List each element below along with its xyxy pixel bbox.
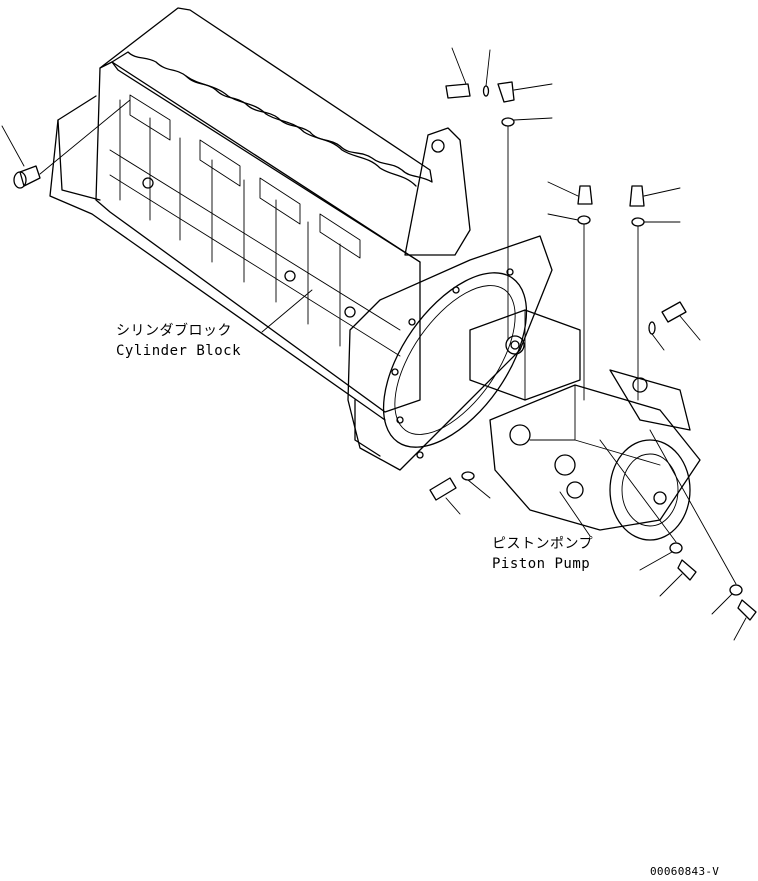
flywheel-housing [347,235,553,471]
lower-oring [461,471,475,481]
drawing-number: 00060843-V [650,865,720,878]
pump-eye [632,377,648,393]
cylinder-block-label-jp: シリンダブロック [116,323,232,339]
piston-pump [469,309,701,541]
plug-b [629,185,645,207]
left-leader [1,99,131,175]
top-oring-leader [485,49,491,87]
housing-flange-inner [394,285,516,435]
top-rail [99,7,433,183]
flange-bolt [452,286,460,294]
pump-shaft [653,491,667,505]
pump-port [505,335,525,355]
pump-regulator [609,369,691,431]
bottom-plug-b [737,599,757,621]
piston-pump-label-jp: ピストンポンプ [492,536,594,552]
flange-bolt [506,268,514,276]
bottom-b-leaders [649,429,747,641]
side-fitting [661,301,687,323]
side-leaders [651,315,701,351]
flange-bolt [408,318,416,326]
flange-bolt [391,368,399,376]
lower-plug [429,477,457,501]
bottom-plug-a [677,559,697,581]
rail-edge [111,61,421,263]
block-windows [129,94,361,259]
top-oring [501,117,515,127]
fittings [1,47,757,641]
pump-port-inner [510,340,520,350]
top-connector [445,83,471,99]
top-elbow-leader [513,83,553,91]
piston-pump-label-en: Piston Pump [492,556,591,572]
bracket-hole [431,139,445,153]
regulator-knob [509,424,531,446]
plug-a [577,185,593,205]
left-fitting-head [13,171,27,189]
block-boss [284,270,296,282]
cylinder-block-leader [261,289,313,333]
oring-b-leaders [637,221,681,401]
flange-bolt [396,416,404,424]
block-ribs [119,99,341,347]
bottom-a-leaders [599,439,683,597]
oring-b [631,217,645,227]
block-left-inner [57,119,101,201]
flange-bolt [416,451,424,459]
valve-block-edges [469,309,526,401]
housing-foot [354,399,381,457]
oring-a-leaders [547,213,585,401]
bottom-oring-b [729,584,743,596]
pump-end-cover [609,439,691,541]
oring-a [577,215,591,225]
housing-outline [347,235,553,471]
pump-body-edges [529,384,661,466]
side-oring [648,321,656,335]
cylinder-block-label-en: Cylinder Block [116,343,242,359]
lower-leaders [445,479,491,515]
bottom-oring-a [669,542,683,554]
rail-wave-inner [185,75,417,187]
regulator-knob [566,481,584,499]
block-boss [142,177,154,189]
pump-end-cover-inner [621,453,679,527]
left-fitting [19,165,41,187]
top-oring-leaders [507,117,553,341]
block-body [95,61,421,413]
cylinder-block [49,7,471,421]
plug-a-leader [547,181,579,197]
block-lines [109,149,401,357]
plug-b-leader [643,187,681,197]
top-connector-leader [451,47,467,85]
regulator-knob [554,454,576,476]
top-small-oring [482,85,490,97]
block-boss [344,306,356,318]
block-left-face [49,95,386,421]
piston-pump-leader [559,491,591,537]
top-elbow [497,81,515,103]
pump-body [489,384,701,531]
lifting-bracket [404,127,471,256]
